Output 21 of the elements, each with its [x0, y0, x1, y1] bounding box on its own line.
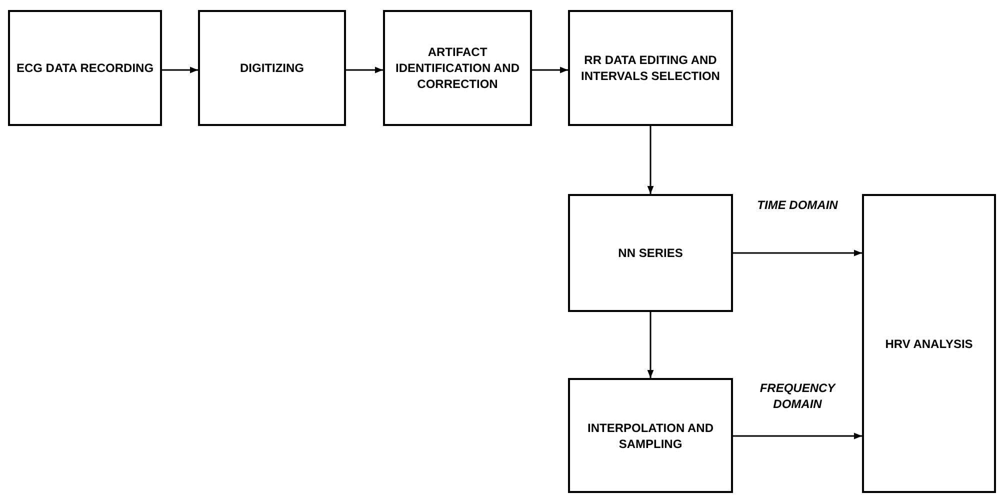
- arrow: [647, 126, 654, 194]
- arrow: [733, 432, 862, 440]
- arrow: [162, 66, 198, 74]
- box-label: NN SERIES: [618, 245, 683, 261]
- box-label: ECG DATA RECORDING: [16, 60, 154, 76]
- box-label: ARTIFACT IDENTIFICATION AND CORRECTION: [394, 44, 520, 92]
- process-box: [383, 10, 532, 126]
- box-label: DIGITIZING: [240, 60, 304, 76]
- arrow: [647, 312, 654, 378]
- arrow: [346, 66, 383, 74]
- arrow: [532, 66, 568, 74]
- box-label: HRV ANALYSIS: [885, 336, 973, 352]
- process-box: [8, 10, 162, 126]
- box-label: INTERPOLATION AND SAMPLING: [586, 420, 714, 452]
- process-box: [568, 10, 733, 126]
- process-box: [862, 194, 996, 493]
- arrow: [733, 250, 862, 256]
- box-label: RR DATA EDITING AND INTERVALS SELECTION: [580, 52, 721, 84]
- process-box: [198, 10, 346, 126]
- process-box: [568, 378, 733, 493]
- process-box: [568, 194, 733, 312]
